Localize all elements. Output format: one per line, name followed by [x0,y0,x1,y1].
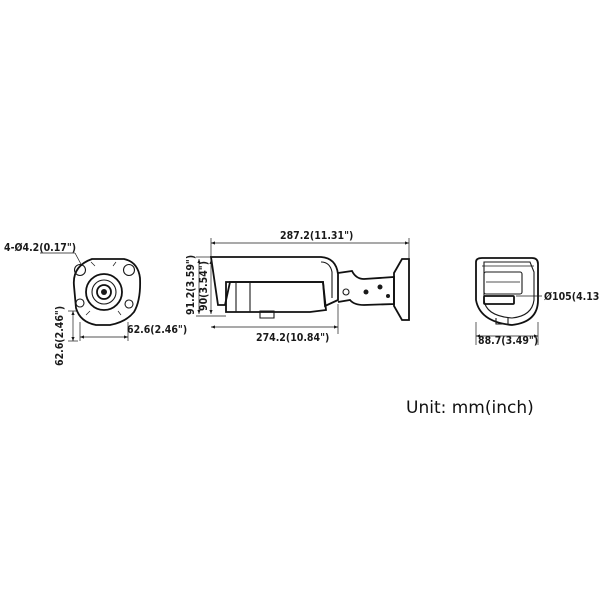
mount-hole-bottom-left [75,298,85,308]
mount-hole-top-left [73,263,87,277]
camera-body [225,281,327,313]
lens-window [483,271,523,295]
ball-joint-inner [96,284,112,300]
body-height-label: 90(3.54") [198,261,210,311]
front-width-label: 88.7(3.49") [478,335,538,347]
front-housing [475,257,539,326]
ball-joint-mid [91,279,117,305]
body-length-label: 274.2(10.84") [256,332,329,344]
ball-joint-core [101,289,107,295]
bracket-arm [337,270,395,306]
total-length-label: 287.2(11.31") [280,230,353,242]
front-diameter-label: Ø105(4.13") [544,291,600,303]
ball-joint-outer [85,273,123,311]
side-view: 287.2(11.31") 91.2(3.59") 90(3.54") 274.… [185,230,410,344]
mount-hole-bottom-right [124,299,134,309]
base-hole-label: 4-Ø4.2(0.17") [4,242,76,254]
base-view: 4-Ø4.2(0.17") 62.6(2.46") 62.6(2.46") [4,242,187,366]
unit-note: Unit: mm(inch) [406,398,534,418]
wall-plate [393,258,410,321]
front-view: Ø105(4.13") 88.7(3.49") [475,257,600,347]
mount-hole-top-right [122,263,136,277]
total-height-label: 91.2(3.59") [185,255,197,315]
base-outline [72,258,142,326]
base-height-label: 62.6(2.46") [54,306,66,366]
light-bar [483,295,515,305]
base-width-label: 62.6(2.46") [127,324,187,336]
